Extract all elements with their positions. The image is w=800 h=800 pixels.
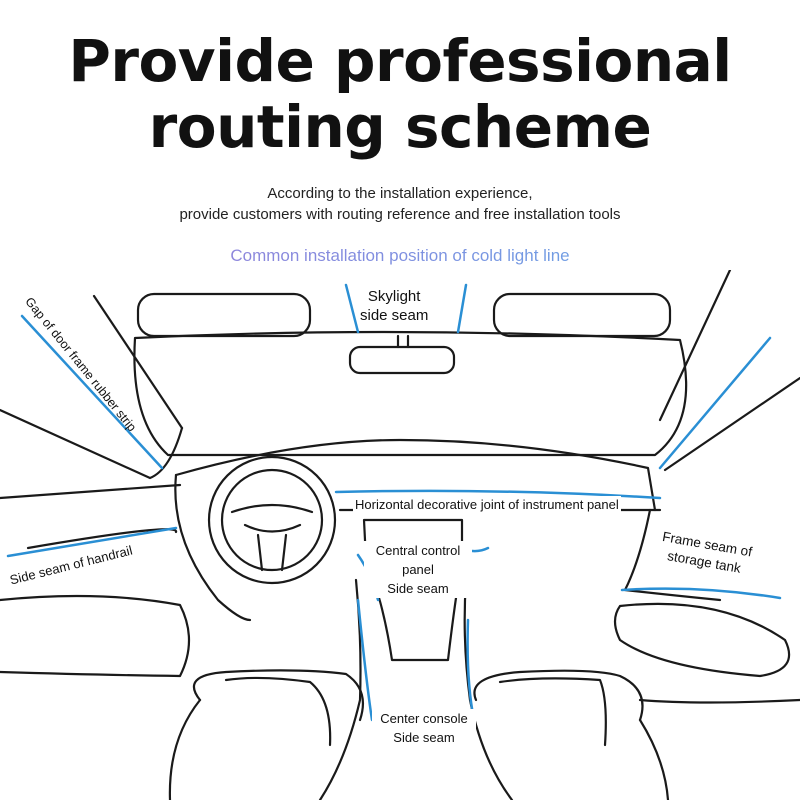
rearview-mirror — [348, 345, 456, 375]
title-line-1: Provide professional — [68, 27, 732, 95]
light-line-storage-tank — [620, 587, 782, 600]
subtitle-line-2: provide customers with routing reference… — [179, 206, 621, 223]
label-skylight-line-1: Skylight — [367, 288, 421, 305]
label-center-console: Center console Side seam — [372, 709, 476, 747]
label-center-console-line-2: Side seam — [393, 730, 455, 745]
left-sun-visor — [136, 292, 312, 338]
label-instrument-panel: Horizontal decorative joint of instrumen… — [353, 496, 621, 513]
light-line-handrail — [6, 526, 178, 558]
light-line-skylight-right — [456, 283, 468, 334]
page-title: Provide professional routing scheme — [0, 28, 800, 160]
windshield — [133, 330, 688, 457]
title-line-2: routing scheme — [148, 93, 652, 161]
light-line-door-frame — [20, 314, 164, 470]
light-line-instrument-panel — [334, 489, 662, 500]
right-sun-visor — [492, 292, 672, 338]
steering-wheel — [207, 455, 337, 585]
label-skylight: Skylight side seam — [360, 287, 429, 325]
label-central-control: Central control panel Side seam — [364, 541, 472, 598]
label-central-control-line-1: Central control — [375, 543, 461, 558]
light-line-console-left — [356, 598, 374, 722]
subtitle-line-1: According to the installation experience… — [267, 185, 533, 202]
left-seat — [192, 669, 364, 722]
light-line-skylight-left — [344, 283, 360, 334]
label-center-console-line-1: Center console — [380, 711, 468, 726]
label-central-control-line-2: panel — [402, 562, 434, 577]
subtitle: According to the installation experience… — [0, 183, 800, 225]
section-highlight: Common installation position of cold lig… — [0, 245, 800, 267]
dashboard — [174, 438, 657, 512]
light-line-console-right — [466, 618, 476, 722]
right-seat — [473, 669, 644, 722]
label-skylight-line-2: side seam — [360, 307, 429, 324]
label-central-control-line-3: Side seam — [387, 581, 449, 596]
light-line-a-pillar-right — [658, 336, 772, 470]
